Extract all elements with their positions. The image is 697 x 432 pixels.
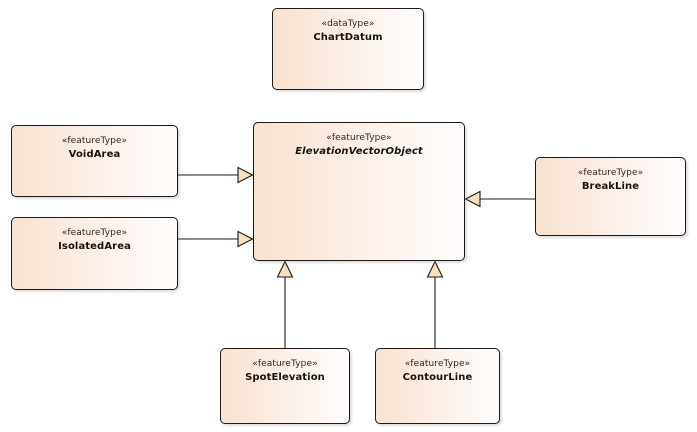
generalization-arrowhead-icon (237, 230, 254, 248)
class-name-label: VoidArea (68, 149, 121, 160)
uml-class-break-line[interactable]: «featureType» BreakLine (535, 157, 686, 236)
uml-class-elevation-vector-object[interactable]: «featureType» ElevationVectorObject (253, 122, 465, 261)
stereotype-label: «featureType» (61, 136, 128, 146)
class-name-label: SpotElevation (245, 372, 325, 383)
generalization-arrowhead-icon (276, 260, 294, 278)
class-name-label: ElevationVectorObject (295, 146, 423, 157)
generalization-arrowhead-icon (464, 190, 481, 208)
stereotype-label: «featureType» (326, 133, 392, 143)
stereotype-label: «featureType» (252, 359, 318, 369)
uml-class-spot-elevation[interactable]: «featureType» SpotElevation (220, 348, 350, 424)
uml-class-isolated-area[interactable]: «featureType» IsolatedArea (11, 217, 178, 290)
connector-spot-elevation-to-elevation-vector-object[interactable] (276, 260, 294, 349)
stereotype-label: «featureType» (577, 168, 644, 178)
connector-contour-line-to-elevation-vector-object[interactable] (426, 260, 444, 349)
generalization-arrowhead-icon (426, 260, 444, 278)
stereotype-label: «featureType» (404, 359, 471, 369)
class-name-label: IsolatedArea (58, 241, 131, 252)
uml-class-chart-datum[interactable]: «dataType» ChartDatum (272, 8, 424, 90)
stereotype-label: «dataType» (321, 19, 375, 29)
class-name-label: ChartDatum (313, 32, 383, 43)
connector-isolated-area-to-elevation-vector-object[interactable] (178, 230, 254, 248)
stereotype-label: «featureType» (61, 228, 128, 238)
connector-void-area-to-elevation-vector-object[interactable] (178, 166, 254, 184)
class-name-label: BreakLine (581, 181, 640, 192)
class-name-label: ContourLine (402, 372, 473, 383)
uml-class-contour-line[interactable]: «featureType» ContourLine (375, 348, 500, 424)
uml-class-void-area[interactable]: «featureType» VoidArea (11, 125, 178, 197)
connector-break-line-to-elevation-vector-object[interactable] (464, 190, 536, 208)
generalization-arrowhead-icon (237, 166, 254, 184)
